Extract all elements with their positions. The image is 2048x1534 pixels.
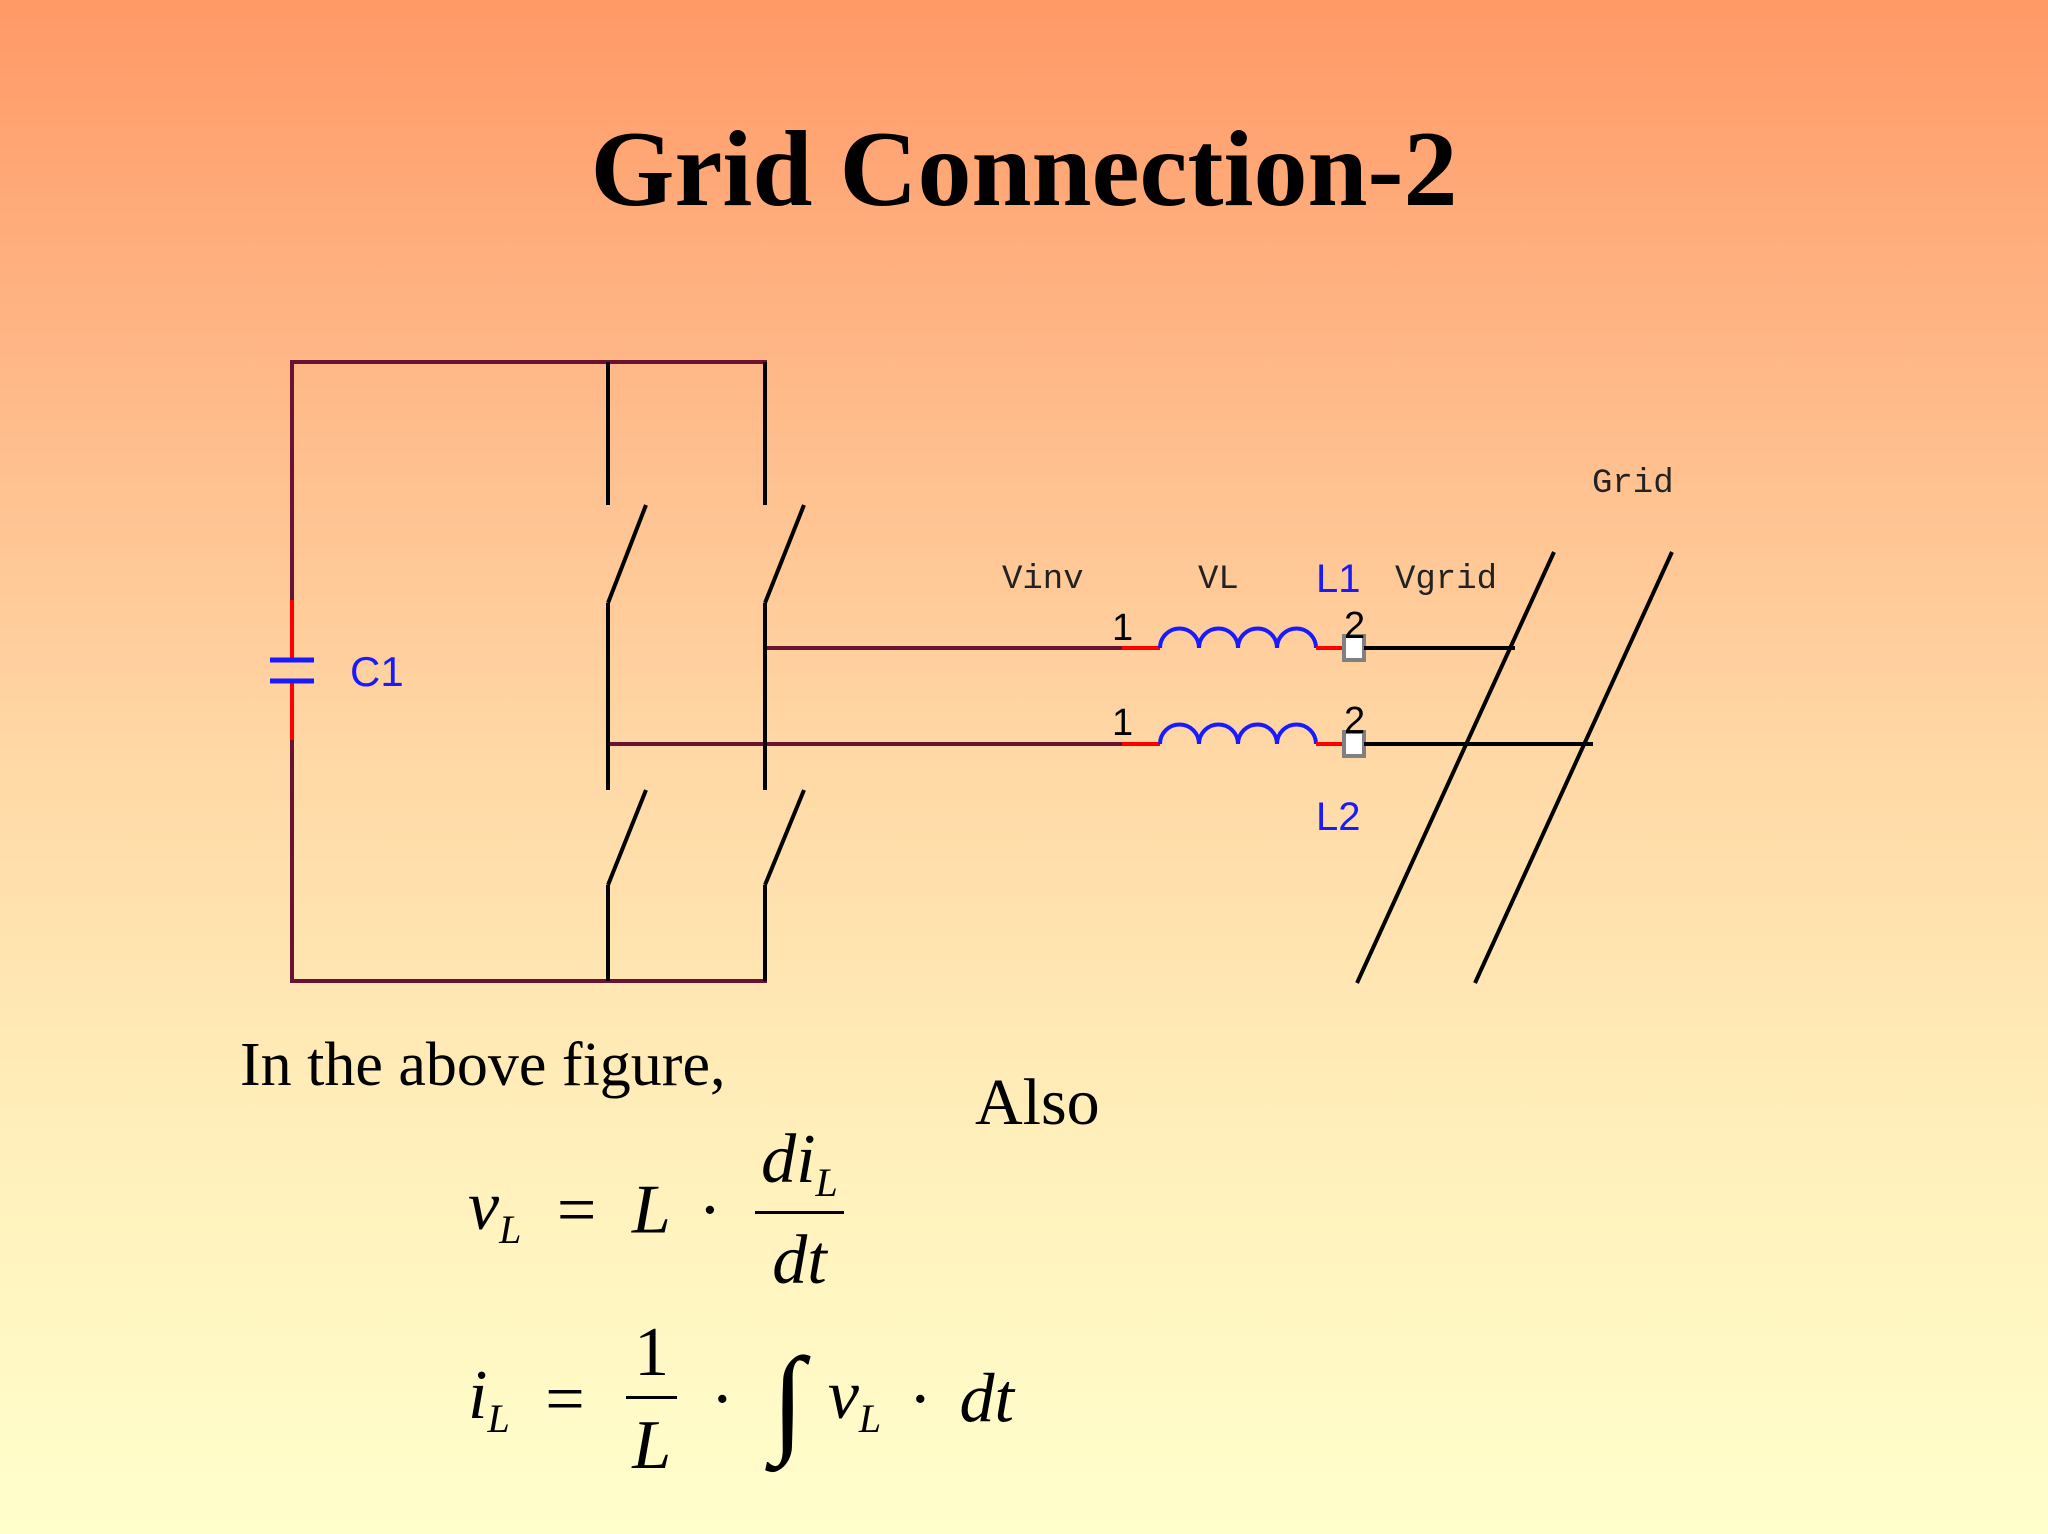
capacitor-c1 xyxy=(270,600,314,740)
eq1-num-var: di xyxy=(761,1121,816,1198)
inductor-current-equation: iL = 1 L · ∫ vL · dt xyxy=(468,1318,1014,1481)
eq1-den: dt xyxy=(772,1222,827,1299)
inductor-l1-label: L1 xyxy=(1316,557,1361,601)
vinv-label: Vinv xyxy=(1002,561,1084,599)
inductor-voltage-equation: vL = L · diL dt xyxy=(468,1125,850,1296)
switch-s4 xyxy=(763,789,806,981)
eq2-lhs-var: i xyxy=(468,1356,488,1434)
eq1-lhs-sub: L xyxy=(499,1206,522,1252)
eq1-coef: L xyxy=(631,1171,671,1249)
vgrid-label: Vgrid xyxy=(1395,561,1497,599)
eq2-equals: = xyxy=(545,1360,585,1438)
eq1-dot: · xyxy=(698,1171,722,1249)
dc-link-wiring xyxy=(290,360,1122,983)
eq2-var-sub: L xyxy=(858,1395,882,1441)
switch-s3 xyxy=(606,789,648,981)
eq2-den: L xyxy=(632,1407,672,1484)
switch-s1 xyxy=(606,362,648,790)
eq2-var: v xyxy=(827,1356,859,1434)
vl-label: VL xyxy=(1198,561,1239,599)
inductor-l2-label: L2 xyxy=(1316,795,1361,839)
eq2-dt: dt xyxy=(959,1360,1014,1438)
eq2-dot-2: · xyxy=(908,1360,932,1438)
capacitor-label: C1 xyxy=(350,648,404,695)
l2-pin-1: 1 xyxy=(1112,702,1133,744)
also-label: Also xyxy=(975,1066,1100,1139)
inductor-l1 xyxy=(1122,626,1344,650)
eq2-fraction: 1 L xyxy=(626,1318,678,1484)
top-rail xyxy=(290,360,767,600)
eq2-num: 1 xyxy=(626,1318,678,1399)
eq2-integral: ∫ xyxy=(771,1332,805,1466)
grid-wiring xyxy=(1355,551,1674,984)
bottom-rail xyxy=(290,740,767,983)
eq2-dot: · xyxy=(710,1360,734,1438)
figure-caption: In the above figure, xyxy=(240,1031,726,1099)
l1-pin-1: 1 xyxy=(1112,607,1133,649)
slide-title: Grid Connection-2 xyxy=(590,110,1458,229)
l1-pin-2: 2 xyxy=(1344,605,1365,647)
inductor-l2 xyxy=(1122,722,1344,746)
eq1-fraction: diL dt xyxy=(755,1125,844,1296)
switches xyxy=(606,362,806,981)
switch-s2 xyxy=(763,362,806,790)
grid-label: Grid xyxy=(1592,465,1674,503)
eq1-lhs-var: v xyxy=(468,1167,500,1245)
eq1-num-sub: L xyxy=(815,1160,838,1205)
l2-pin-2: 2 xyxy=(1344,700,1365,742)
eq2-lhs-sub: L xyxy=(487,1395,510,1441)
grid-line-left xyxy=(1355,551,1556,984)
eq1-equals: = xyxy=(556,1171,597,1249)
grid-line-right xyxy=(1473,551,1674,984)
